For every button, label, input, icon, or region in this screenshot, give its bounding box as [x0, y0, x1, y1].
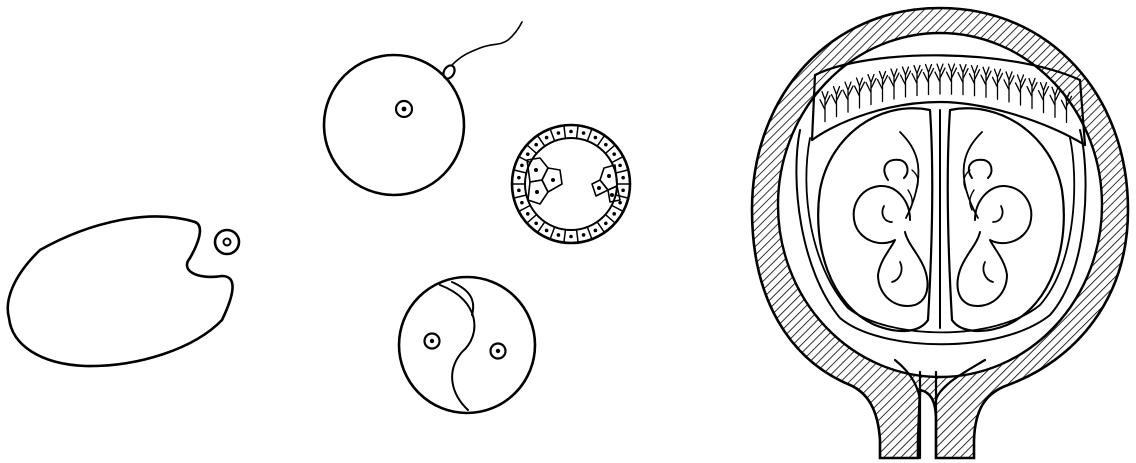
ovary-panel: [8, 217, 239, 367]
trophoblast-nucleus: [604, 143, 608, 147]
trophoblast-cell-wall: [616, 170, 629, 173]
trophoblast-nucleus: [557, 233, 561, 237]
trophoblast-cell-wall: [616, 195, 629, 198]
trophoblast-cell-wall: [564, 230, 566, 243]
right-cell-nucleus: [491, 344, 506, 359]
trophoblast-cell-wall: [527, 215, 537, 224]
fertilization-panel: [324, 22, 522, 195]
trophoblast-cell-wall: [605, 215, 615, 224]
trophoblast-nucleus: [520, 201, 524, 205]
trophoblast-cell-wall: [550, 129, 555, 141]
released-ovum: [215, 230, 239, 254]
trophoblast-nucleus: [612, 152, 616, 156]
cleavage-furrow: [440, 285, 474, 410]
trophoblast-cell-wall: [597, 222, 604, 233]
trophoblast-nucleus: [621, 189, 625, 193]
trophoblast-nucleus: [604, 221, 608, 225]
trophoblast-nucleus: [545, 229, 549, 233]
trophoblast-nucleus: [582, 233, 586, 237]
ovary-outline: [8, 217, 233, 367]
trophoblast-cell-wall: [577, 230, 579, 243]
trophoblast-nucleus: [594, 136, 598, 140]
trophoblast-nucleus: [621, 176, 625, 180]
trophoblast-cell-wall: [605, 145, 615, 154]
trophoblast-nucleus: [517, 176, 521, 180]
ovum-nucleus: [396, 101, 412, 117]
sperm-cell: [441, 22, 522, 81]
trophoblast-nucleus: [545, 136, 549, 140]
trophoblast-nucleus: [526, 152, 530, 156]
trophoblast-nucleus: [582, 131, 586, 135]
trophoblast-nucleus: [520, 164, 524, 168]
left-cell-nucleus: [425, 334, 440, 349]
trophoblast-nucleus: [618, 164, 622, 168]
trophoblast-cell-wall: [519, 205, 531, 211]
trophoblast-cell-wall: [587, 227, 592, 239]
inner-cell-mass-left: [527, 158, 562, 204]
trophoblast-cell-wall: [587, 129, 592, 141]
trophoblast-cell-wall: [527, 145, 537, 154]
two-cell-panel: [399, 277, 535, 413]
trophoblast-cell-wall: [537, 135, 544, 146]
trophoblast-nucleus: [594, 229, 598, 233]
trophoblast-nucleus: [534, 221, 538, 225]
trophoblast-nucleus: [569, 235, 573, 239]
two-cell-outline: [399, 277, 535, 413]
trophoblast-cell-wall: [597, 135, 604, 146]
trophoblast-cell-wall: [612, 157, 624, 163]
trophoblast-cell-wall: [550, 227, 555, 239]
trophoblast-nucleus: [557, 131, 561, 135]
trophoblast-cell-wall: [514, 195, 527, 198]
blastocyst-panel: [512, 125, 630, 243]
trophoblast-nucleus: [569, 130, 573, 134]
trophoblast-cell-wall: [577, 125, 579, 138]
trophoblast-nucleus: [517, 189, 521, 193]
uterus-panel: [752, 8, 1128, 458]
trophoblast-nucleus: [618, 201, 622, 205]
trophoblast-cell-wall: [537, 222, 544, 233]
trophoblast-nucleus: [612, 212, 616, 216]
trophoblast-cell-wall: [514, 170, 527, 173]
trophoblast-cell-wall: [564, 125, 566, 138]
trophoblast-nucleus: [534, 143, 538, 147]
trophoblast-nucleus: [526, 212, 530, 216]
trophoblast-cell-wall: [612, 205, 624, 211]
